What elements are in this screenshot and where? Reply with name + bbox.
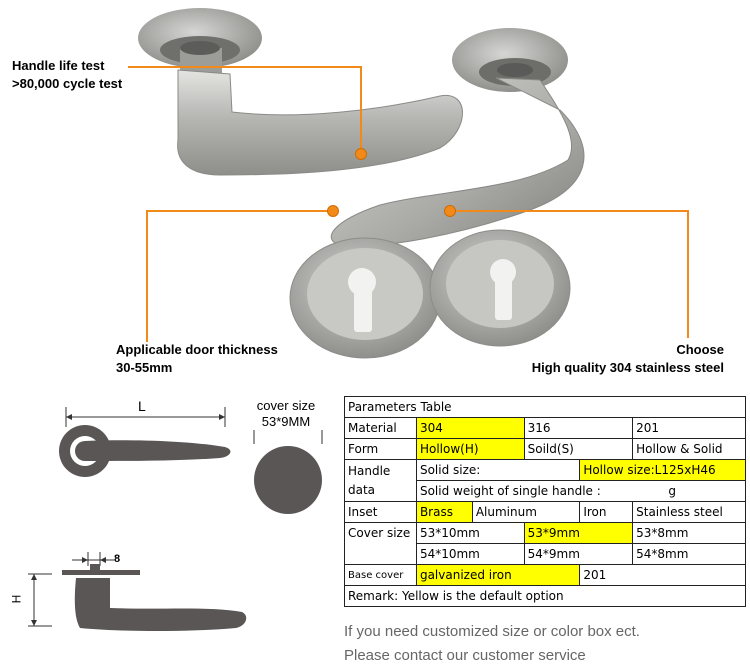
table-row-handle-size: Handle data Solid size: Hollow size:L125… — [344, 459, 746, 502]
table-title: Parameters Table — [344, 396, 746, 418]
thickness-label: 8 — [114, 553, 121, 565]
height-label: H — [9, 594, 24, 604]
cover-drawing — [253, 430, 323, 514]
cover-size-label: cover size 53*9MM — [256, 398, 316, 429]
right-handle — [330, 77, 585, 247]
table-row-handle-weight: Solid weight of single handle : g — [345, 480, 747, 502]
left-handle — [177, 69, 463, 176]
callout-line-life-h — [128, 66, 362, 68]
callout-dot-door — [327, 205, 339, 217]
callout-line-life-v — [360, 66, 362, 154]
handle-drawing-side — [28, 552, 247, 631]
table-row-inset: Inset Brass Aluminum Iron Stainless stee… — [344, 501, 746, 523]
table-row: Parameters Table — [344, 396, 746, 418]
table-row-form: Form Hollow(H) Soild(S) Hollow & Solid — [344, 438, 746, 460]
callout-life-test: Handle life test >80,000 cycle test — [12, 58, 123, 91]
callout-door-thickness: Applicable door thickness 30-55mm — [116, 342, 278, 375]
callout-line-door-h — [146, 210, 334, 212]
table-row-cover-1: Cover size 53*10mm 53*9mm 53*8mm — [344, 522, 746, 565]
product-photo — [138, 8, 585, 359]
right-escutcheon — [429, 229, 571, 347]
table-row-remark: Remark: Yellow is the default option — [344, 585, 746, 607]
handle-drawing-top — [59, 407, 231, 477]
left-escutcheon — [289, 237, 441, 359]
footer-customize: If you need customized size or color box… — [344, 623, 640, 640]
length-label: L — [138, 398, 146, 414]
parameters-table: Parameters Table Material 304 316 201 Fo… — [344, 396, 747, 607]
callout-dot-life — [355, 148, 367, 160]
table-row-base: Base cover galvanized iron 201 — [344, 564, 746, 586]
footer-contact: Please contact our customer service — [344, 647, 586, 664]
callout-dot-material — [444, 205, 456, 217]
table-row-material: Material 304 316 201 — [344, 417, 746, 439]
callout-line-material-h — [452, 210, 689, 212]
callout-line-material-v — [687, 210, 689, 338]
callout-line-door-v — [146, 210, 148, 342]
callout-material: Choose High quality 304 stainless steel — [531, 342, 724, 375]
table-row-cover-2: 54*10mm 54*9mm 54*8mm — [345, 543, 746, 565]
